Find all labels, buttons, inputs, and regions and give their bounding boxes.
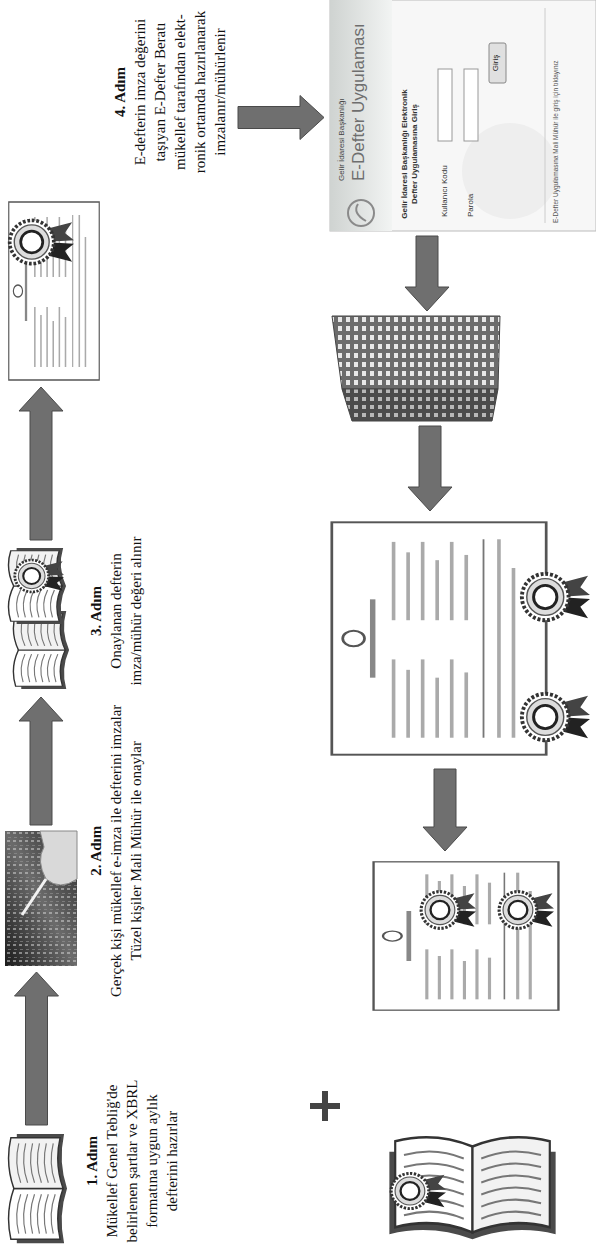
- sealed-book: [389, 1137, 555, 1239]
- block-arrow: [423, 769, 467, 851]
- e-defter-screenshot: [464, 69, 478, 141]
- e-defter-screenshot: [330, 0, 392, 231]
- sealed-book: [389, 1137, 555, 1239]
- e-defter-screenshot: [489, 43, 506, 83]
- signed-berat: [522, 694, 590, 740]
- login-note: E-Defter Uygulamasına Mali Mühür ile gir…: [552, 60, 560, 223]
- berat-document: [10, 220, 74, 263]
- returned-berat: [499, 892, 554, 929]
- step-text: Gerçek kişi mükellef e-imza ile defterin…: [106, 705, 126, 997]
- app-org-name: Gelir İdaresi Başkanlığı: [337, 98, 347, 181]
- e-signature-photo: [5, 831, 77, 966]
- berat-document: [9, 202, 99, 380]
- approved-books: [8, 548, 66, 624]
- form-title: Gelir İdaresi Başkanlığı Elektronik Deft…: [400, 83, 420, 225]
- e-defter-screenshot: [348, 200, 374, 226]
- berat-document: [9, 202, 99, 380]
- approved-books: [15, 560, 64, 592]
- button-label: Giriş: [491, 43, 501, 83]
- flow-arrow: [19, 697, 63, 825]
- flow-arrow: [19, 387, 63, 540]
- app-screenshot: Gelir İdaresi BaşkanlığıE-Defter Uygulam…: [330, 0, 596, 231]
- ledger-book: [9, 1134, 67, 1243]
- app-title: E-Defter Uygulaması: [348, 23, 369, 181]
- step-node: 1. AdımMükellef Genel Tebliğ'de belirlen…: [5, 1131, 68, 1246]
- step-caption: 3. AdımOnaylanan defterin imza/mühür değ…: [86, 529, 146, 694]
- step-node: 3. AdımOnaylanan defterin imza/mühür değ…: [5, 546, 77, 691]
- e-defter-screenshot: [330, 0, 596, 231]
- office-building: [332, 316, 500, 389]
- plus-sign: [310, 1091, 340, 1121]
- step-node: 2. AdımGerçek kişi mükellef e-imza ile d…: [5, 831, 77, 966]
- field-label: Kullanıcı Kodu: [440, 165, 450, 217]
- step-text: Mükellef Genel Tebliğ'de belirlenen şart…: [102, 1075, 182, 1247]
- block-arrow: [408, 426, 452, 511]
- office-building: [332, 316, 500, 421]
- returned-berat: [374, 862, 559, 1010]
- step-caption: 2. AdımGerçek kişi mükellef e-imza ile d…: [86, 705, 146, 997]
- step-text: E-defterin imza değerini taşıyan E-Defte…: [130, 4, 230, 180]
- returned-berat: [421, 892, 476, 929]
- plus-sign: [322, 1091, 328, 1121]
- e-signature-photo: [5, 831, 77, 966]
- approved-books: [8, 548, 69, 689]
- step-heading: 4. Adım: [110, 4, 130, 180]
- e-signature-photo: [22, 879, 46, 915]
- field-label: Parola: [466, 194, 476, 217]
- flow-arrow: [15, 972, 59, 1125]
- block-arrow: [405, 236, 449, 311]
- e-signature-photo: [5, 831, 77, 966]
- step-caption: 1. AdımMükellef Genel Tebliğ'de belirlen…: [82, 1075, 182, 1247]
- signed-berat: [332, 522, 590, 754]
- step-text: Onaylanan defterin imza/mühür değeri alı…: [106, 529, 146, 694]
- step-text: Tüzel kişiler Mali Mühür ile onaylar: [126, 705, 146, 997]
- office-building: [342, 389, 498, 421]
- sealed-book: [391, 1173, 446, 1208]
- e-defter-screenshot: [438, 69, 452, 141]
- e-defter-screenshot: [545, 8, 546, 223]
- e-defter-screenshot: [356, 204, 366, 221]
- step-heading: 1. Adım: [82, 1075, 102, 1247]
- e-defter-screenshot: [330, 0, 596, 231]
- returned-berat: [374, 862, 559, 1010]
- flow-arrow: [238, 96, 324, 140]
- step-node: 4. AdımE-defterin imza değerini taşıyan …: [5, 201, 100, 381]
- e-signature-photo: [40, 831, 77, 885]
- step-heading: 3. Adım: [86, 529, 106, 694]
- signed-berat: [522, 574, 590, 620]
- step-caption: 4. AdımE-defterin imza değerini taşıyan …: [110, 4, 230, 180]
- signed-berat: [332, 522, 546, 754]
- step-heading: 2. Adım: [86, 705, 106, 997]
